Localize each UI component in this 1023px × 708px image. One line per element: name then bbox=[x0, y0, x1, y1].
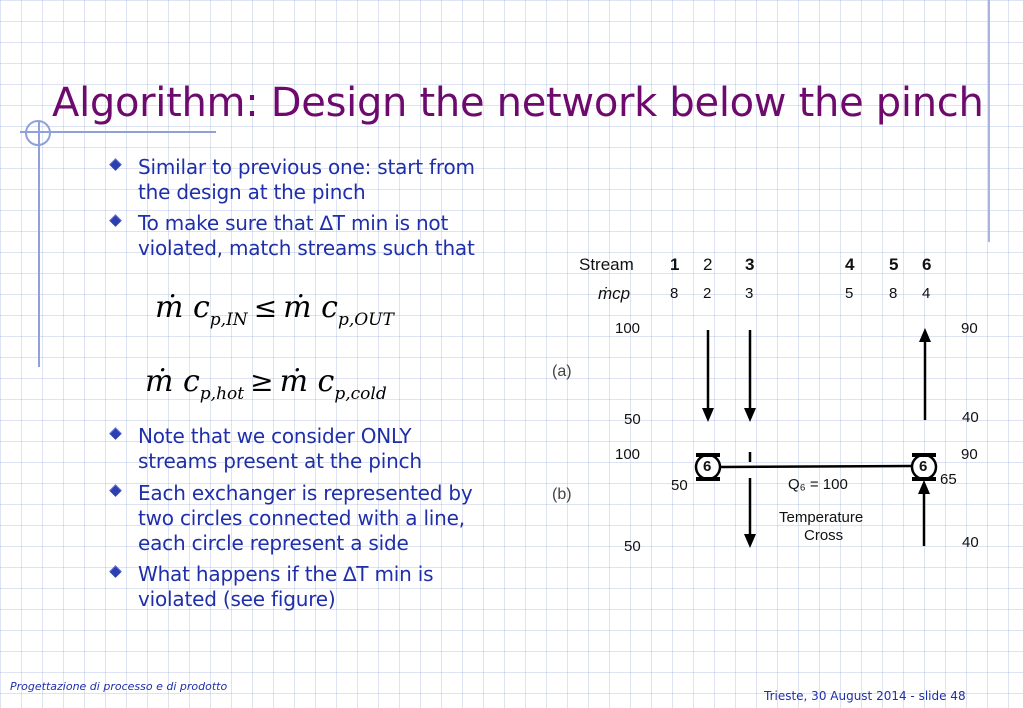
title-underline bbox=[20, 131, 216, 133]
diamond-bullet-icon bbox=[109, 565, 122, 578]
temp-right-top-a: 90 bbox=[961, 320, 978, 337]
exchanger-id-right: 6 bbox=[919, 458, 928, 475]
diamond-bullet-icon bbox=[109, 158, 122, 171]
temp-left-bottom-a: 50 bbox=[624, 411, 641, 428]
formula-mcp-symbol: ṁ c bbox=[155, 290, 210, 325]
formula-mcp-symbol: ṁ c bbox=[279, 364, 335, 399]
right-border-line bbox=[988, 0, 990, 242]
mcp-row-label: ṁcp bbox=[598, 284, 631, 303]
temp-left-bottom-b: 50 bbox=[624, 538, 641, 555]
bullet-text: Note that we consider ONLY streams prese… bbox=[138, 424, 422, 473]
mcp-value: 3 bbox=[745, 285, 754, 302]
part-b-label: (b) bbox=[552, 486, 572, 503]
diamond-bullet-icon bbox=[109, 484, 122, 497]
stream-number: 6 bbox=[922, 255, 932, 274]
slide-info-footer: Trieste, 30 August 2014 - slide 48 bbox=[764, 689, 966, 703]
left-accent-line bbox=[38, 122, 40, 367]
diamond-bullet-icon bbox=[109, 427, 122, 440]
formula-hot-cold: ṁ cp,hot≥ṁ cp,cold bbox=[145, 364, 387, 404]
arrowhead-up-icon bbox=[918, 480, 930, 494]
course-footer: Progettazione di processo e di prodotto bbox=[10, 680, 228, 693]
temp-right-top-b: 90 bbox=[961, 446, 978, 463]
mcp-value: 4 bbox=[922, 285, 931, 302]
temp-right-bottom-a: 40 bbox=[962, 409, 979, 426]
arrowhead-down-icon bbox=[702, 408, 714, 422]
bullet-text: Each exchanger is represented by two cir… bbox=[138, 481, 473, 555]
exchanger-left-temp: 50 bbox=[671, 477, 688, 494]
bullet-text: Similar to previous one: start from the … bbox=[138, 155, 475, 204]
mcp-value: 2 bbox=[703, 285, 712, 302]
part-a-label: (a) bbox=[552, 363, 572, 380]
arrowhead-up-icon bbox=[919, 328, 931, 342]
exchanger-right-temp: 65 bbox=[940, 471, 957, 488]
exchanger-duty: Q₆ = 100 bbox=[788, 476, 848, 493]
stream-number: 5 bbox=[889, 255, 899, 274]
mcp-value: 8 bbox=[670, 285, 679, 302]
stream-number: 1 bbox=[670, 255, 680, 274]
formula-lhs-subscript: p,hot bbox=[199, 384, 245, 404]
temp-right-bottom-b: 40 bbox=[962, 534, 979, 551]
arrowhead-down-icon bbox=[744, 408, 756, 422]
exchanger-connection-line bbox=[719, 464, 913, 469]
diamond-bullet-icon bbox=[109, 214, 122, 227]
formula-in-out: ṁ cp,IN≤ṁ cp,OUT bbox=[155, 290, 394, 330]
slide-title: Algorithm: Design the network below the … bbox=[52, 80, 984, 126]
accent-circle bbox=[25, 120, 51, 146]
stream-number: 3 bbox=[745, 255, 755, 274]
formula-rhs-subscript: p,cold bbox=[334, 384, 387, 404]
temperature-cross-line2: Cross bbox=[804, 527, 844, 544]
formula-relation: ≤ bbox=[253, 291, 278, 324]
stream-number: 2 bbox=[703, 255, 713, 274]
formula-rhs-subscript: p,OUT bbox=[337, 310, 394, 330]
mcp-value: 8 bbox=[889, 285, 898, 302]
stream-header-label: Stream bbox=[579, 255, 634, 274]
mcp-value: 5 bbox=[845, 285, 854, 302]
stream-number: 4 bbox=[845, 255, 855, 274]
formula-mcp-symbol: ṁ c bbox=[283, 290, 338, 325]
bullet-text: To make sure that ∆T min is not violated… bbox=[138, 211, 475, 260]
temperature-cross-line1: Temperature bbox=[779, 509, 864, 526]
formula-lhs-subscript: p,IN bbox=[209, 310, 248, 330]
arrowhead-down-icon bbox=[744, 534, 756, 548]
temp-left-top-a: 100 bbox=[615, 320, 641, 337]
temp-left-top-b: 100 bbox=[615, 446, 641, 463]
bullet-text: What happens if the ∆T min is violated (… bbox=[138, 562, 434, 611]
exchanger-id-left: 6 bbox=[703, 458, 712, 475]
formula-mcp-symbol: ṁ c bbox=[145, 364, 200, 399]
formula-relation: ≥ bbox=[250, 365, 274, 398]
